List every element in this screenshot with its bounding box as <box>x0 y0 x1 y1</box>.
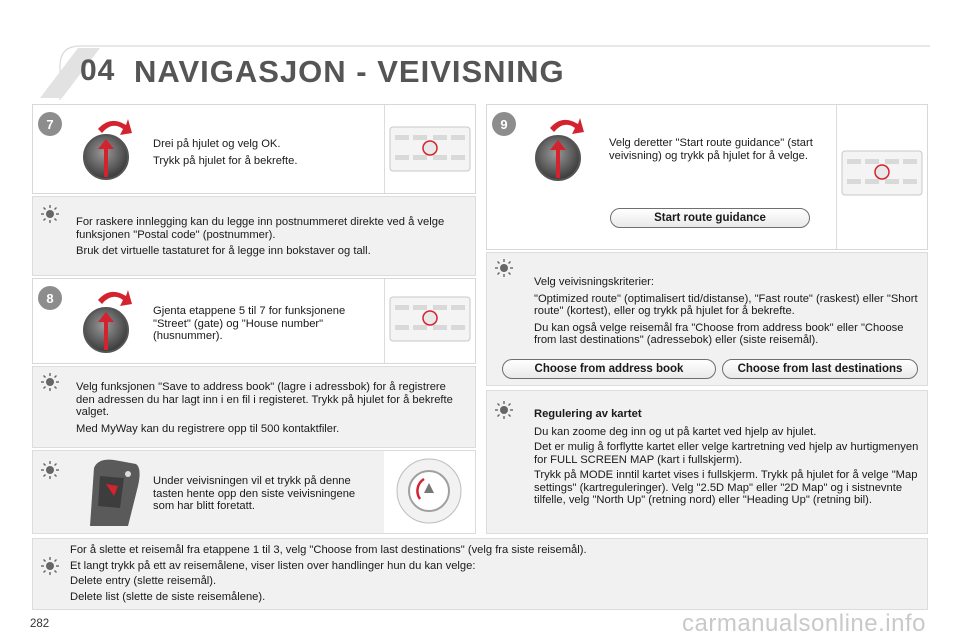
radio-panel-image <box>384 105 475 193</box>
tip5-heading: Regulering av kartet <box>534 408 642 420</box>
radio-panel-image <box>836 105 927 249</box>
tip4-paragraph-2: "Optimized route" (optimalisert tid/dist… <box>534 292 918 318</box>
choose-from-last-destinations-button[interactable]: Choose from last destinations <box>722 359 918 379</box>
control-wheel-icon <box>83 119 132 180</box>
tip2-paragraph-1: Velg funksjonen "Save to address book" (… <box>76 381 453 418</box>
page-title: NAVIGASJON - VEIVISNING <box>134 54 565 89</box>
control-wheel-icon <box>535 118 584 181</box>
tip-lightbulb-icon <box>41 373 59 391</box>
step7-line1: Drei på hjulet og velg OK. <box>153 138 281 150</box>
tip-map-settings-text: Regulering av kartet Du kan zoome deg in… <box>534 408 920 510</box>
tip5-paragraph-1: Du kan zoome deg inn og ut på kartet ved… <box>534 425 817 438</box>
tip1-paragraph-1: For raskere innlegging kan du legge inn … <box>76 216 445 241</box>
tip1-paragraph-2: Bruk det virtuelle tastaturet for å legg… <box>76 245 371 257</box>
step7-text: Drei på hjulet og velg OK. Trykk på hjul… <box>153 138 373 170</box>
tip-postal-code-text: For raskere innlegging kan du legge inn … <box>76 216 464 261</box>
tip2-paragraph-2: Med MyWay kan du registrere opp til 500 … <box>76 422 340 435</box>
tip-postal-code-panel <box>32 196 476 276</box>
start-route-guidance-button[interactable]: Start route guidance <box>610 208 810 228</box>
tip-address-book-panel <box>32 366 476 448</box>
watermark: carmanualsonline.info <box>682 610 926 637</box>
tip-lightbulb-icon <box>495 259 513 277</box>
tip5-paragraph-3: Trykk på MODE inntil kartet vises i full… <box>534 469 918 506</box>
tip3-text: Under veivisningen vil et trykk på denne… <box>153 475 356 512</box>
destination-button-image <box>384 451 475 533</box>
tip4-paragraph-1: Velg veivisningskriterier: <box>534 276 655 288</box>
control-wheel-icon <box>83 290 132 353</box>
step-badge-8: 8 <box>38 286 62 310</box>
tip-route-criteria-text: Velg veivisningskriterier: "Optimized ro… <box>534 276 918 350</box>
chapter-number: 04 <box>80 54 116 87</box>
step9-text: Velg deretter "Start route guidance" (st… <box>609 137 813 162</box>
step8-text: Gjenta etappene 5 til 7 for funksjonene … <box>153 305 346 342</box>
radio-panel-image <box>384 279 475 363</box>
tip-lightbulb-icon <box>495 401 513 419</box>
steering-stalk-image <box>90 459 140 526</box>
tip-lightbulb-icon <box>41 557 59 575</box>
tip6-paragraph-1: For å slette et reisemål fra etappene 1 … <box>70 544 587 556</box>
tip-address-book-text: Velg funksjonen "Save to address book" (… <box>76 381 466 438</box>
page-number: 282 <box>30 618 50 630</box>
tip-map-settings-panel <box>486 390 928 534</box>
step-badge-7: 7 <box>38 112 62 136</box>
tip-lightbulb-icon <box>41 205 59 223</box>
header-decoration <box>40 45 930 100</box>
choose-from-address-book-button[interactable]: Choose from address book <box>502 359 716 379</box>
tip-lightbulb-icon <box>41 461 59 479</box>
tip-delete-destinations-panel <box>32 538 928 610</box>
tip6-paragraph-2: Et langt trykk på ett av reisemålene, vi… <box>70 559 476 572</box>
tip6-paragraph-3: Delete entry (slette reisemål). <box>70 575 217 587</box>
tip6-paragraph-4: Delete list (slette de siste reisemålene… <box>70 590 266 603</box>
tip4-paragraph-3: Du kan også velge reisemål fra "Choose f… <box>534 321 904 347</box>
step7-line2: Trykk på hjulet for å bekrefte. <box>153 154 298 167</box>
tip-delete-destinations-text: For å slette et reisemål fra etappene 1 … <box>70 544 920 606</box>
tip5-paragraph-2: Det er mulig å forflytte kartet eller ve… <box>534 441 919 466</box>
step-badge-9: 9 <box>492 112 516 136</box>
